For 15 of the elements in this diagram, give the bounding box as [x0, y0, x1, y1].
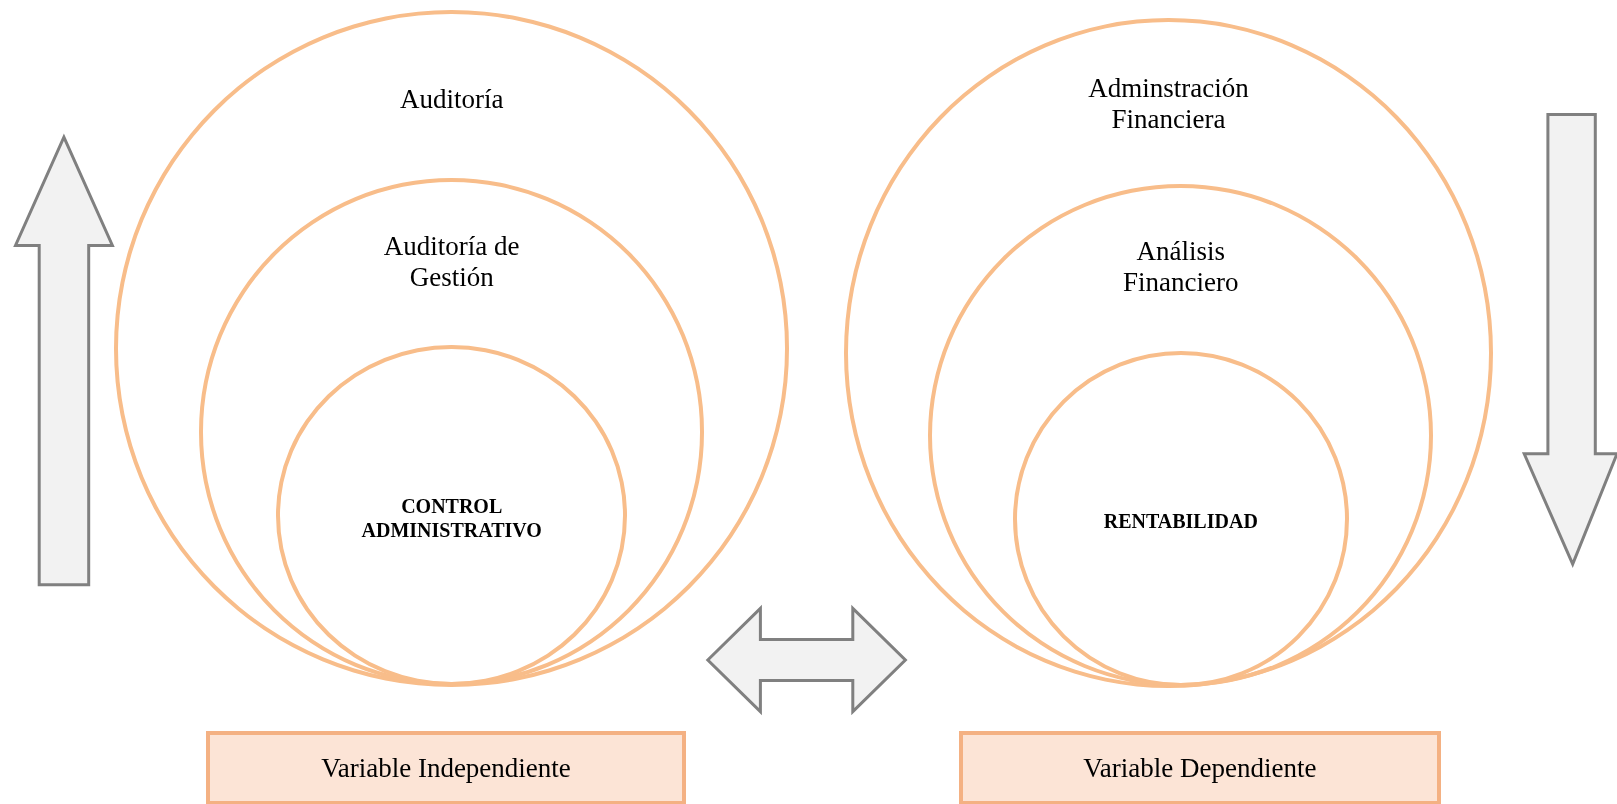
circle-label: Auditoría de Gestión	[382, 230, 521, 293]
circle-node	[928, 183, 1434, 687]
variable-box	[959, 731, 1441, 804]
circle-label: Adminstración Financiera	[1087, 73, 1250, 136]
circle-node	[199, 178, 705, 686]
double-arrow	[705, 604, 908, 716]
circle-node	[843, 17, 1494, 688]
circle-label: Análisis Financiero	[1122, 236, 1240, 299]
circle-label: CONTROL ADMINISTRATIVO	[360, 493, 543, 542]
box-label: Variable Dependiente	[1083, 752, 1317, 784]
circle-node	[114, 10, 789, 687]
circle-label: Auditoría	[398, 84, 505, 116]
variable-box	[206, 731, 686, 804]
box-label: Variable Independiente	[321, 752, 571, 784]
circle-label: RENTABILIDAD	[1102, 509, 1259, 534]
